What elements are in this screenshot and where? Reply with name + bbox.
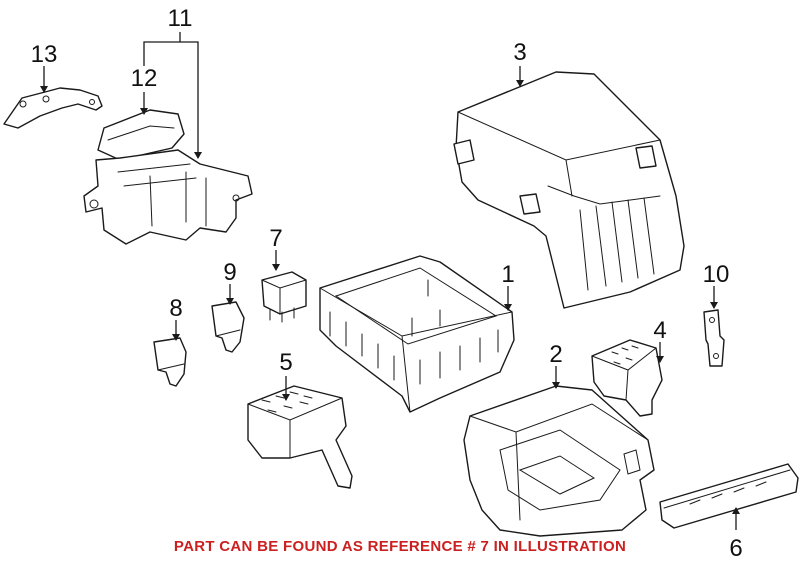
callout-8: 8 — [169, 295, 182, 322]
callout-3: 3 — [513, 39, 526, 66]
part-10-strap — [703, 309, 725, 367]
callout-11: 11 — [168, 5, 193, 32]
reference-note: PART CAN BE FOUND AS REFERENCE # 7 IN IL… — [173, 538, 627, 555]
callout-4: 4 — [653, 317, 666, 344]
callout-5: 5 — [279, 349, 292, 376]
part-8-fuse — [153, 337, 187, 387]
leader-lines — [40, 32, 740, 530]
callout-13: 13 — [31, 41, 58, 68]
part-13-bracket — [3, 87, 103, 129]
callout-2: 2 — [549, 341, 562, 368]
part-5-connector-block — [247, 385, 353, 489]
callout-9: 9 — [223, 259, 236, 286]
part-7-relay — [261, 271, 307, 323]
part-1-fuse-box — [319, 255, 515, 413]
part-9-fuse — [211, 301, 245, 353]
callout-1: 1 — [501, 261, 514, 288]
part-3-cover — [453, 71, 685, 309]
callout-10: 10 — [703, 261, 730, 288]
callout-6: 6 — [729, 535, 742, 562]
part-4-relay-block — [591, 339, 663, 417]
part-2-tray — [463, 385, 655, 537]
callout-12: 12 — [131, 65, 158, 92]
part-6-strip — [659, 463, 799, 529]
callout-numbers: 13 11 12 3 7 9 8 1 10 4 5 2 6 — [31, 5, 743, 562]
part-11-12-fuse-holder — [83, 109, 253, 245]
callout-7: 7 — [269, 225, 282, 252]
